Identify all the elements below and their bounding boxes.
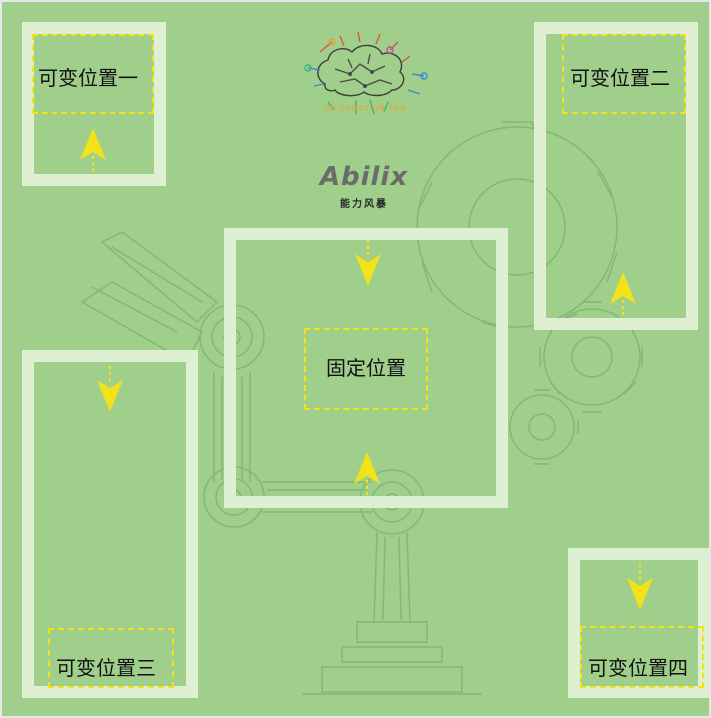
arrow-up-icon <box>354 452 380 498</box>
brand-name-cn: 能力风暴 <box>340 199 388 210</box>
zone-variable-2-marker <box>562 34 686 114</box>
zone-fixed-label: 固定位置 <box>326 356 406 380</box>
arrow-up-icon <box>80 128 106 174</box>
zone-variable-3-label: 可变位置三 <box>56 656 156 680</box>
zone-variable-1-label: 可变位置一 <box>38 66 138 90</box>
arrow-down-icon <box>97 366 123 412</box>
arrow-down-icon <box>627 564 653 610</box>
zone-variable-4 <box>568 548 709 698</box>
zone-fixed-marker <box>304 328 428 410</box>
arrow-up-icon <box>610 272 636 318</box>
zone-variable-3-marker <box>48 628 174 688</box>
zone-variable-1 <box>22 22 166 186</box>
gear-icon <box>416 121 643 465</box>
brain-circuit-icon <box>304 31 428 115</box>
zone-variable-4-label: 可变位置四 <box>588 656 688 680</box>
zone-variable-4-marker <box>580 626 704 688</box>
logo-tagline: INFORMATION ERA <box>324 104 406 113</box>
zone-variable-2 <box>534 22 698 330</box>
logo <box>280 24 440 214</box>
zone-fixed <box>224 228 508 508</box>
brand-name: Abilix <box>319 162 409 192</box>
zone-variable-2-label: 可变位置二 <box>570 66 670 90</box>
zone-variable-3 <box>22 350 198 698</box>
zone-variable-1-marker <box>32 34 154 114</box>
arrow-down-icon <box>355 240 381 286</box>
